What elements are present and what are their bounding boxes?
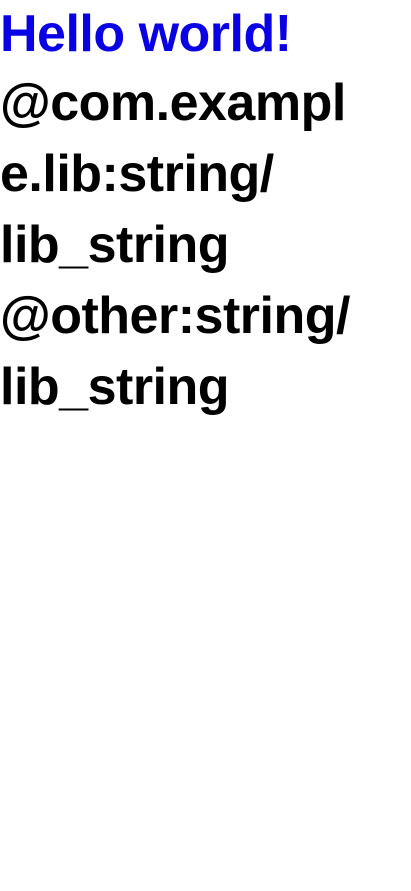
resource-text-line-4: @other:string/	[0, 287, 350, 345]
resource-text-line-5: lib_string	[0, 358, 230, 416]
resource-text-line-3: lib_string	[0, 216, 230, 274]
text-content: Hello world! @com.exampl e.lib:string/ l…	[0, 0, 411, 423]
hello-text: Hello world!	[0, 5, 292, 63]
resource-text-line-1: @com.exampl	[0, 74, 346, 132]
resource-text-line-2: e.lib:string/	[0, 145, 274, 203]
